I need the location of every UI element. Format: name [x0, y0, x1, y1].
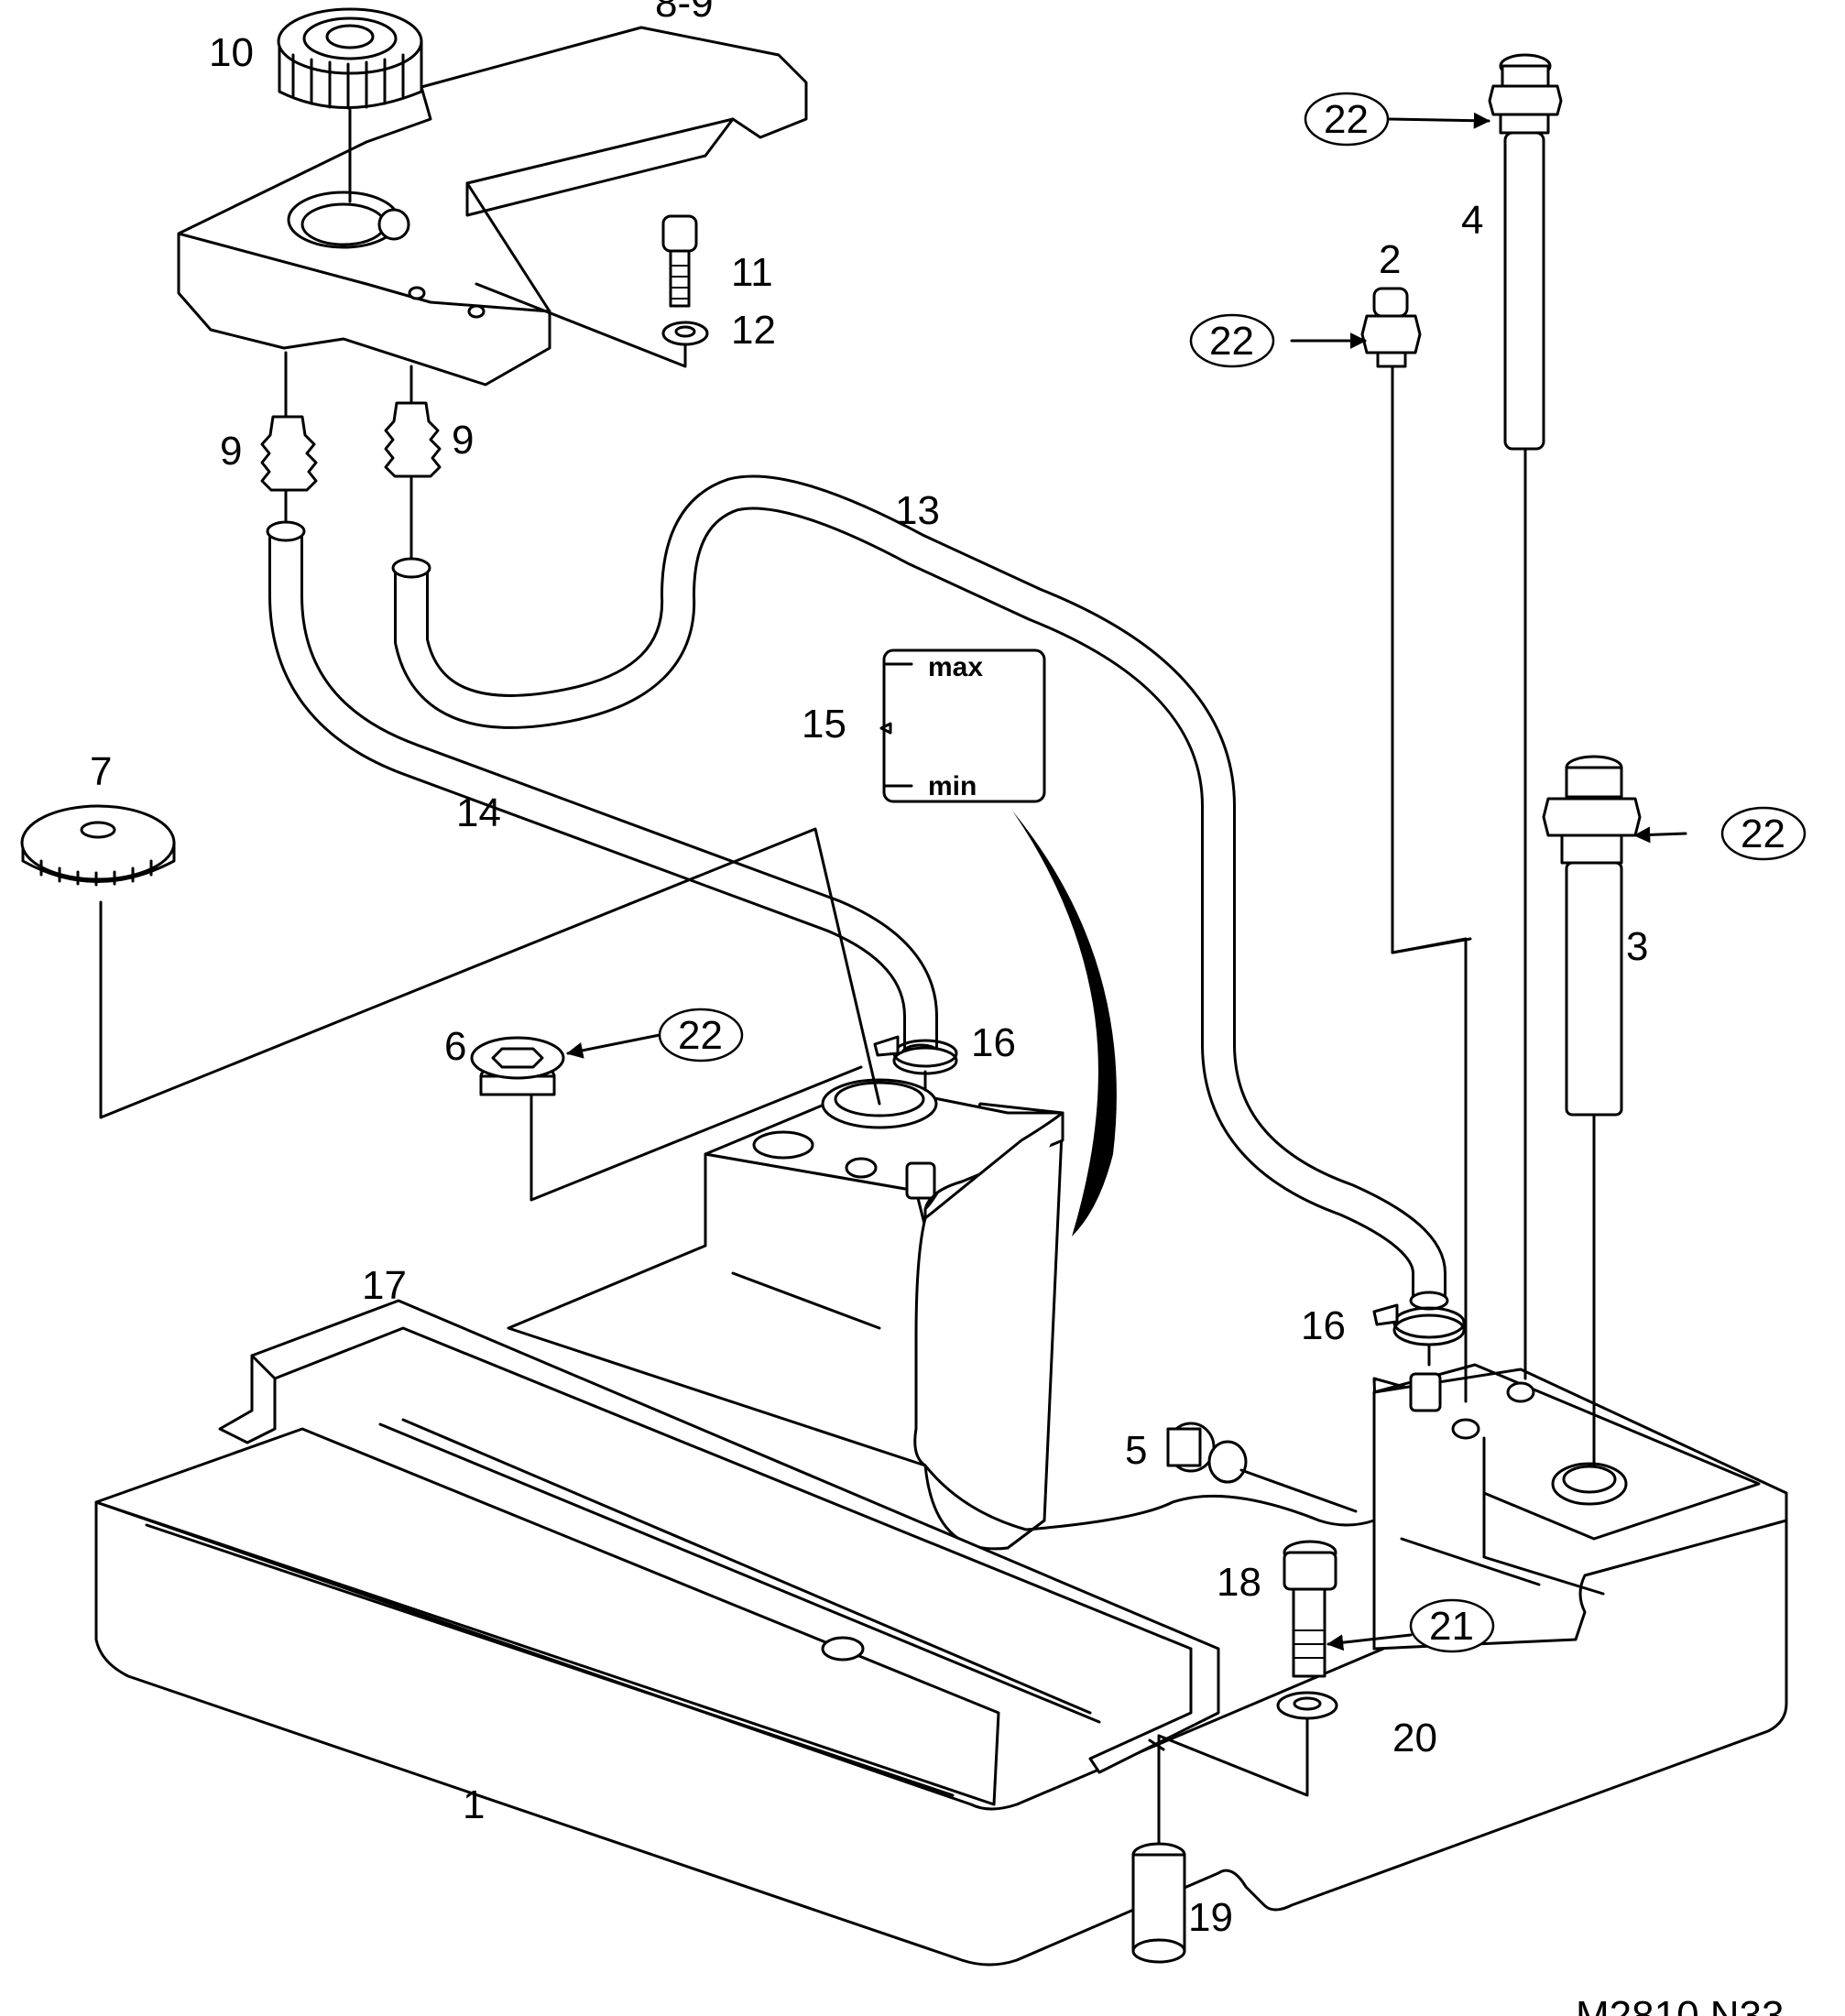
label-19: 19: [1188, 1895, 1233, 1940]
label-22-plug-6: 22: [678, 1013, 723, 1058]
fitting-9-right: [284, 365, 442, 561]
label-20: 20: [1392, 1716, 1437, 1760]
label-11: 11: [731, 250, 773, 295]
connector-head: [177, 26, 808, 387]
fitting-9-left: [260, 351, 318, 492]
clamp-16-upper: [873, 1035, 958, 1092]
cap-7: [20, 804, 881, 1119]
label-12: 12: [731, 308, 776, 353]
washer-20: [1157, 1691, 1338, 1797]
screw-11: [475, 214, 709, 368]
label-22-fitting-2: 22: [1209, 319, 1254, 364]
level-gauge: max min: [879, 648, 1117, 1237]
clamp-16-lower: [1372, 1303, 1466, 1367]
label-22-tube-3: 22: [1741, 812, 1785, 856]
tank-body: [94, 1078, 1788, 1967]
gauge-min-label: min: [928, 771, 977, 801]
label-1: 1: [463, 1782, 485, 1827]
label-17: 17: [362, 1263, 407, 1308]
label-8-9: 8-9: [655, 0, 714, 26]
label-9-right: 9: [452, 418, 474, 463]
label-16-lower: 16: [1301, 1303, 1346, 1348]
label-9-left: 9: [220, 429, 242, 474]
bolt-18: [1283, 1540, 1337, 1678]
hose-14: [266, 520, 941, 1063]
label-4: 4: [1461, 198, 1483, 243]
label-22-top: 22: [1324, 97, 1369, 142]
hose-13: [391, 474, 1449, 1311]
label-10: 10: [209, 30, 254, 75]
label-16-upper: 16: [971, 1020, 1016, 1065]
plug-6: [470, 1036, 863, 1202]
knob-cap: [277, 7, 423, 203]
tube-3: [1542, 755, 1642, 1467]
label-15: 15: [802, 702, 846, 746]
fitting-2: [1360, 287, 1472, 1403]
label-2: 2: [1379, 237, 1401, 282]
label-18: 18: [1217, 1560, 1261, 1605]
label-5: 5: [1125, 1428, 1147, 1473]
tube-4: [1488, 53, 1563, 1380]
label-7: 7: [90, 749, 112, 794]
label-6: 6: [444, 1024, 466, 1069]
mounting-bracket: [218, 1299, 1220, 1774]
label-3: 3: [1626, 924, 1648, 969]
label-14: 14: [456, 790, 501, 835]
drawing-code: M2810 N33: [1576, 1993, 1784, 2016]
gauge-max-label: max: [928, 652, 983, 682]
plug-5: [1166, 1422, 1358, 1513]
label-13: 13: [895, 488, 940, 533]
label-21: 21: [1429, 1604, 1474, 1649]
spacer-19: [1131, 1734, 1186, 1964]
